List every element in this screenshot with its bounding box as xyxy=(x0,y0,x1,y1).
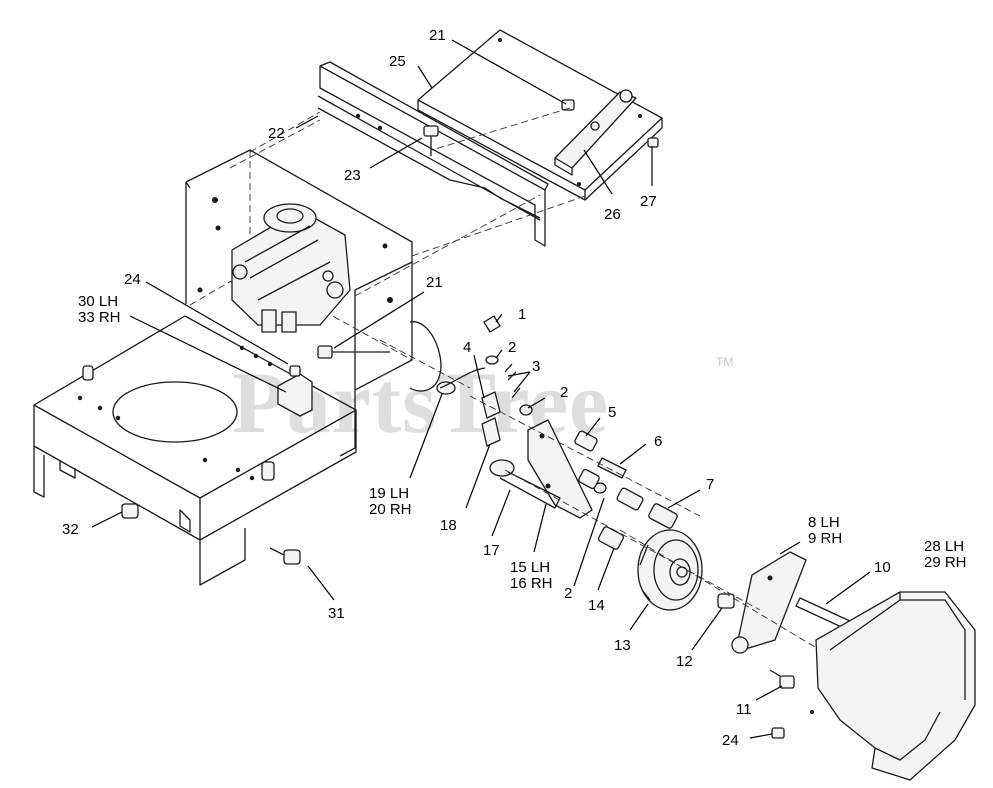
callout-17: 17 xyxy=(483,542,500,559)
callout-9-rh: 9 RH xyxy=(808,530,842,547)
callout-2-a: 2 xyxy=(508,339,516,356)
callout-5: 5 xyxy=(608,404,616,421)
cover-plate-25 xyxy=(417,29,663,201)
idler-assembly xyxy=(317,315,853,739)
callout-13: 13 xyxy=(614,637,631,654)
callout-24-bottom: 24 xyxy=(722,732,739,749)
callout-27: 27 xyxy=(640,193,657,210)
callout-19-lh: 19 LH xyxy=(369,485,409,502)
nut-27 xyxy=(647,137,659,148)
callout-21-mid: 21 xyxy=(426,274,443,291)
callout-7: 7 xyxy=(706,476,714,493)
bolt-31 xyxy=(269,547,301,565)
callout-24-top: 24 xyxy=(124,271,141,288)
callout-2-b: 2 xyxy=(560,384,568,401)
callout-8-lh: 8 LH xyxy=(808,514,840,531)
bracket-26 xyxy=(554,89,637,176)
frame-assembly xyxy=(33,149,413,586)
callout-labels: 21 25 22 23 26 27 24 21 30 LH 33 RH 1 2 … xyxy=(62,27,967,749)
callout-4: 4 xyxy=(463,339,471,356)
callout-31: 31 xyxy=(328,605,345,622)
frame-rail-22 xyxy=(317,61,549,247)
callout-29-rh: 29 RH xyxy=(924,554,967,571)
callout-14: 14 xyxy=(588,597,605,614)
callout-32: 32 xyxy=(62,521,79,538)
nut-21-top xyxy=(561,99,575,111)
callout-20-rh: 20 RH xyxy=(369,501,412,518)
transmission-unit xyxy=(231,203,351,333)
bolt-23 xyxy=(423,125,439,156)
nut-32 xyxy=(121,503,139,519)
callout-22: 22 xyxy=(268,125,285,142)
callout-11: 11 xyxy=(736,701,752,718)
bracket-30 xyxy=(277,365,313,417)
callout-3: 3 xyxy=(532,358,540,375)
callout-25: 25 xyxy=(389,53,406,70)
callout-10: 10 xyxy=(874,559,891,576)
callout-21-top: 21 xyxy=(429,27,446,44)
callout-15-lh: 15 LH xyxy=(510,559,550,576)
callout-1: 1 xyxy=(518,306,526,323)
belt-cover-28 xyxy=(810,591,976,781)
callout-28-lh: 28 LH xyxy=(924,538,964,555)
callout-2-c: 2 xyxy=(564,585,572,602)
callout-23: 23 xyxy=(344,167,361,184)
watermark-tm: TM xyxy=(716,355,733,369)
leader-lines xyxy=(91,39,871,739)
callout-18: 18 xyxy=(440,517,457,534)
callout-33-rh: 33 RH xyxy=(78,309,121,326)
callout-6: 6 xyxy=(654,433,662,450)
callout-12: 12 xyxy=(676,653,693,670)
callout-30-lh: 30 LH xyxy=(78,293,118,310)
callout-16-rh: 16 RH xyxy=(510,575,553,592)
callout-26: 26 xyxy=(604,206,621,223)
